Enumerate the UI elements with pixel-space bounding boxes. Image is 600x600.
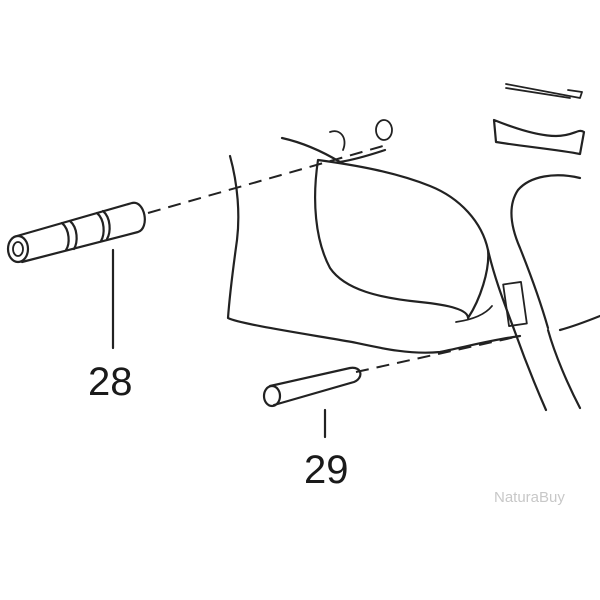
- assembly-line-28: [147, 143, 391, 214]
- callout-29: 29: [304, 448, 349, 492]
- pin-29: [262, 366, 362, 408]
- pin-28: [6, 201, 146, 264]
- grip-section: [486, 174, 600, 412]
- callout-28: 28: [88, 360, 133, 404]
- frame-hole: [375, 119, 393, 141]
- watermark-text: NaturaBuy: [494, 489, 565, 506]
- assembly-line-29: [355, 335, 521, 373]
- frame-body: [226, 119, 522, 354]
- trigger-guard: [314, 158, 493, 323]
- slide-parts: [492, 83, 586, 156]
- grip-slot: [502, 281, 528, 327]
